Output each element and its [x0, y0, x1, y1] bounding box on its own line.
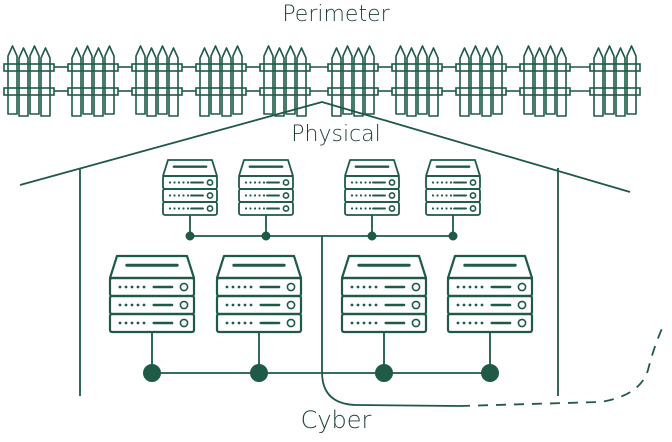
network-node	[185, 231, 195, 241]
roof-line	[19, 101, 631, 193]
fence-section	[67, 45, 119, 117]
fence-section	[391, 45, 443, 117]
large-server	[446, 254, 534, 334]
perimeter-label: Perimeter	[282, 2, 390, 27]
network-node	[143, 364, 161, 382]
fence-section	[589, 45, 641, 117]
network-lines	[143, 215, 499, 407]
cyber-label: Cyber	[300, 406, 372, 434]
small-server	[238, 159, 294, 216]
physical-label: Physical	[291, 122, 381, 147]
small-server	[344, 159, 400, 216]
network-node	[448, 231, 458, 241]
fence-section	[455, 45, 507, 117]
network-node	[250, 364, 268, 382]
network-node	[481, 364, 499, 382]
network-node	[375, 364, 393, 382]
network-node	[261, 231, 271, 241]
small-server	[162, 159, 218, 216]
trunk-line	[321, 236, 461, 407]
perimeter-fence	[3, 45, 641, 117]
fence-section	[519, 45, 571, 117]
cyber-connection	[459, 323, 665, 407]
cyber-dashed-link	[459, 323, 665, 407]
fence-section	[3, 45, 55, 117]
fence-section	[131, 45, 183, 117]
large-server	[215, 254, 303, 334]
building-outline	[19, 101, 631, 396]
network-node	[367, 231, 377, 241]
small-server	[425, 159, 481, 216]
fence-section	[195, 45, 247, 117]
server-racks	[108, 159, 534, 334]
fence-section	[259, 45, 311, 117]
large-server	[340, 254, 428, 334]
large-server	[108, 254, 196, 334]
